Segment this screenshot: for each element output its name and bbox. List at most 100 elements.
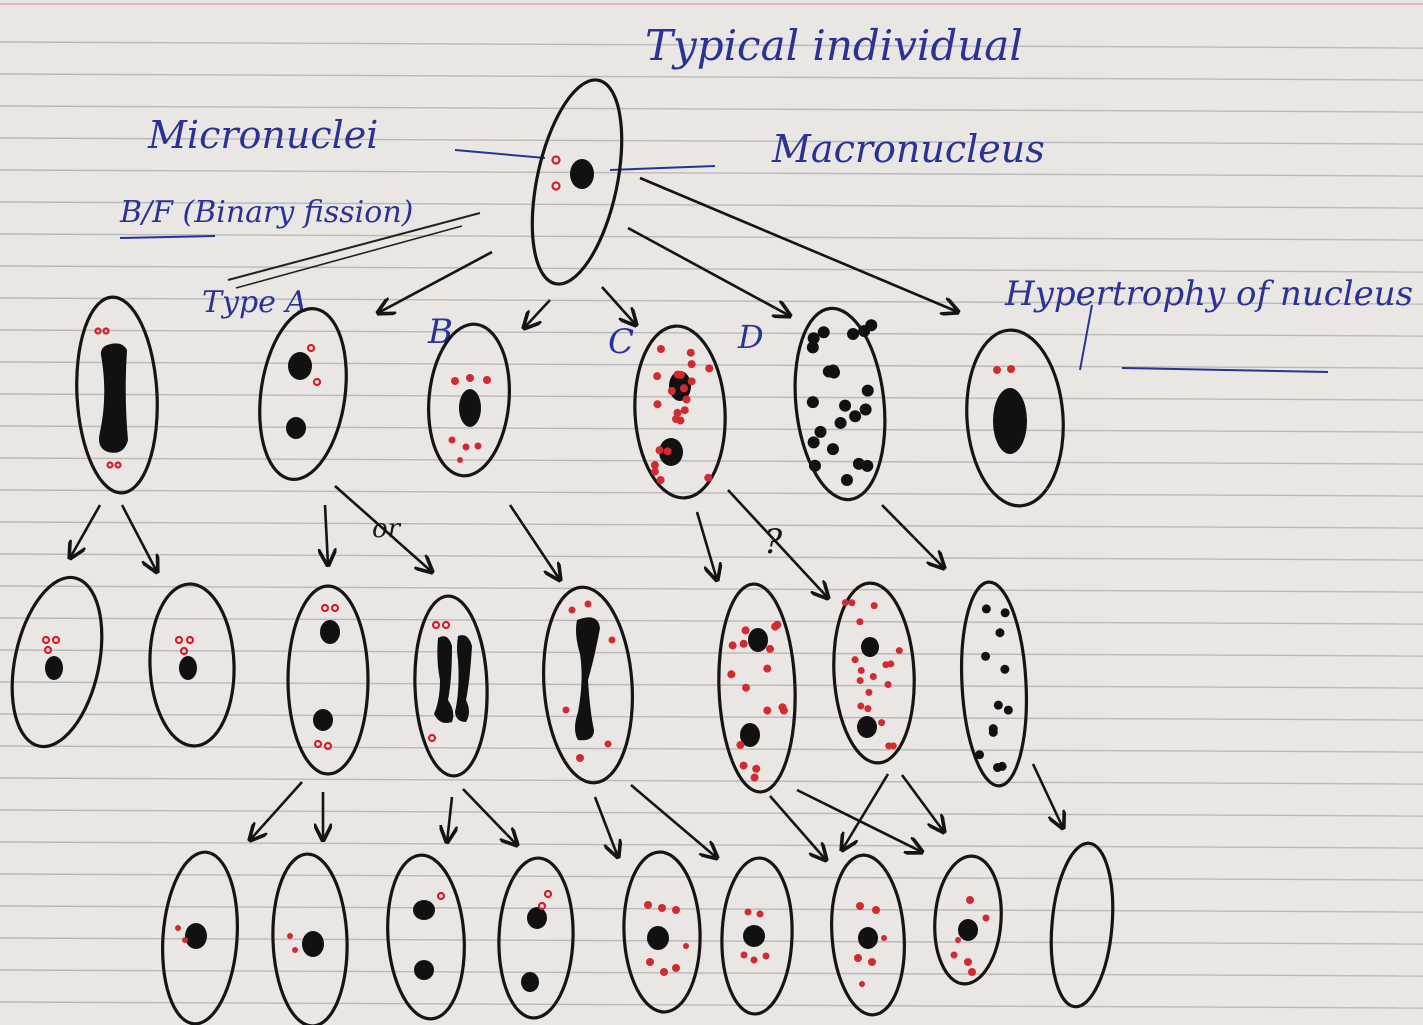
type-a-label: Type A bbox=[202, 285, 307, 320]
nucleus-fragment bbox=[1000, 665, 1009, 674]
rule-line bbox=[0, 266, 1423, 272]
micronucleus bbox=[751, 957, 758, 964]
rule-line bbox=[0, 490, 1423, 496]
micronucleus bbox=[451, 377, 459, 385]
rule-line bbox=[0, 810, 1423, 816]
title-label: Typical individual bbox=[645, 21, 1023, 70]
rule-line bbox=[0, 970, 1423, 976]
nucleus-fragment bbox=[862, 385, 874, 397]
micronucleus bbox=[983, 915, 990, 922]
nucleus-fragment bbox=[994, 701, 1003, 710]
rule-line bbox=[0, 586, 1423, 592]
macronucleus bbox=[413, 900, 435, 920]
micronucleus bbox=[660, 968, 668, 976]
micronucleus bbox=[966, 896, 974, 904]
division-arrow bbox=[882, 505, 944, 568]
binary-fission-underline bbox=[120, 236, 215, 238]
micronucleus bbox=[553, 157, 560, 164]
rule-line bbox=[0, 426, 1423, 432]
micronucleus bbox=[657, 345, 665, 353]
macronucleus bbox=[414, 960, 434, 980]
row3-cell-3 bbox=[382, 853, 469, 1022]
nucleus-fragment bbox=[995, 628, 1004, 637]
micronucleus bbox=[325, 743, 331, 749]
micronucleus bbox=[868, 958, 876, 966]
micronucleus bbox=[885, 742, 892, 749]
macronucleus bbox=[459, 389, 481, 427]
micronucleus bbox=[887, 660, 894, 667]
micronucleus bbox=[656, 446, 664, 454]
micronucleus bbox=[857, 703, 864, 710]
nucleus-fragment bbox=[841, 474, 853, 486]
micronucleus bbox=[688, 377, 696, 385]
rule-line bbox=[0, 842, 1423, 848]
micronucleus bbox=[727, 670, 735, 678]
micronucleus bbox=[672, 964, 680, 972]
micronucleus bbox=[842, 599, 849, 606]
nucleus-fragment bbox=[847, 328, 859, 340]
rule-line bbox=[0, 714, 1423, 720]
macronucleus bbox=[45, 656, 63, 680]
macronucleus bbox=[861, 637, 879, 657]
micronucleus bbox=[664, 447, 672, 455]
division-arrow bbox=[728, 490, 828, 598]
rule-line bbox=[0, 682, 1423, 688]
nucleus-fragment bbox=[858, 325, 870, 337]
micronucleus bbox=[175, 925, 181, 931]
division-arrow bbox=[447, 797, 452, 842]
rule-line bbox=[0, 746, 1423, 752]
micronucleus bbox=[741, 952, 748, 959]
rule-line bbox=[0, 106, 1423, 112]
type-b-dividing-cell bbox=[412, 595, 490, 777]
micronucleus bbox=[657, 476, 665, 484]
division-arrow bbox=[122, 505, 157, 572]
micronucleus bbox=[757, 911, 764, 918]
micronucleus bbox=[553, 183, 560, 190]
macronucleus bbox=[527, 907, 547, 929]
micronucleus bbox=[858, 667, 865, 674]
macronucleus bbox=[286, 417, 306, 439]
type-c-label: C bbox=[608, 322, 634, 362]
rule-line bbox=[0, 394, 1423, 400]
rule-line bbox=[0, 874, 1423, 880]
micronucleus bbox=[483, 376, 491, 384]
nucleus-fragment bbox=[849, 410, 861, 422]
rule-line bbox=[0, 906, 1423, 912]
rule-line bbox=[0, 778, 1423, 784]
micronuclei-label: Micronuclei bbox=[147, 113, 378, 157]
cell-membrane bbox=[957, 580, 1032, 787]
division-arrow bbox=[697, 512, 717, 580]
macronucleus bbox=[320, 620, 340, 644]
division-arrow bbox=[902, 775, 944, 832]
micronucleus bbox=[116, 463, 121, 468]
micronucleus bbox=[683, 396, 691, 404]
micronucleus bbox=[658, 904, 666, 912]
micronucleus bbox=[681, 406, 689, 414]
micronucleus bbox=[576, 754, 584, 762]
nucleus-fragment bbox=[839, 400, 851, 412]
micronucleus bbox=[569, 607, 576, 614]
micronucleus bbox=[539, 903, 545, 909]
micronucleus bbox=[545, 891, 551, 897]
micronucleus bbox=[651, 468, 659, 476]
micronucleus bbox=[864, 705, 871, 712]
micronucleus bbox=[872, 906, 880, 914]
micronuclei-pointer bbox=[455, 150, 545, 158]
rule-line bbox=[0, 522, 1423, 528]
division-arrow bbox=[631, 785, 717, 858]
micronucleus bbox=[856, 618, 863, 625]
nucleus-fragment bbox=[827, 443, 839, 455]
cell-membrane bbox=[496, 857, 576, 1019]
micronucleus bbox=[688, 360, 696, 368]
micronucleus bbox=[314, 379, 320, 385]
micronucleus bbox=[466, 374, 474, 382]
micronucleus bbox=[292, 947, 298, 953]
type-c-daughter-row2-right bbox=[829, 581, 918, 765]
micronucleus bbox=[885, 681, 892, 688]
nucleus-fragment bbox=[808, 332, 820, 344]
macronucleus bbox=[288, 352, 312, 380]
micronucleus bbox=[854, 954, 862, 962]
micronucleus bbox=[736, 741, 744, 749]
cell-membrane bbox=[715, 583, 798, 794]
